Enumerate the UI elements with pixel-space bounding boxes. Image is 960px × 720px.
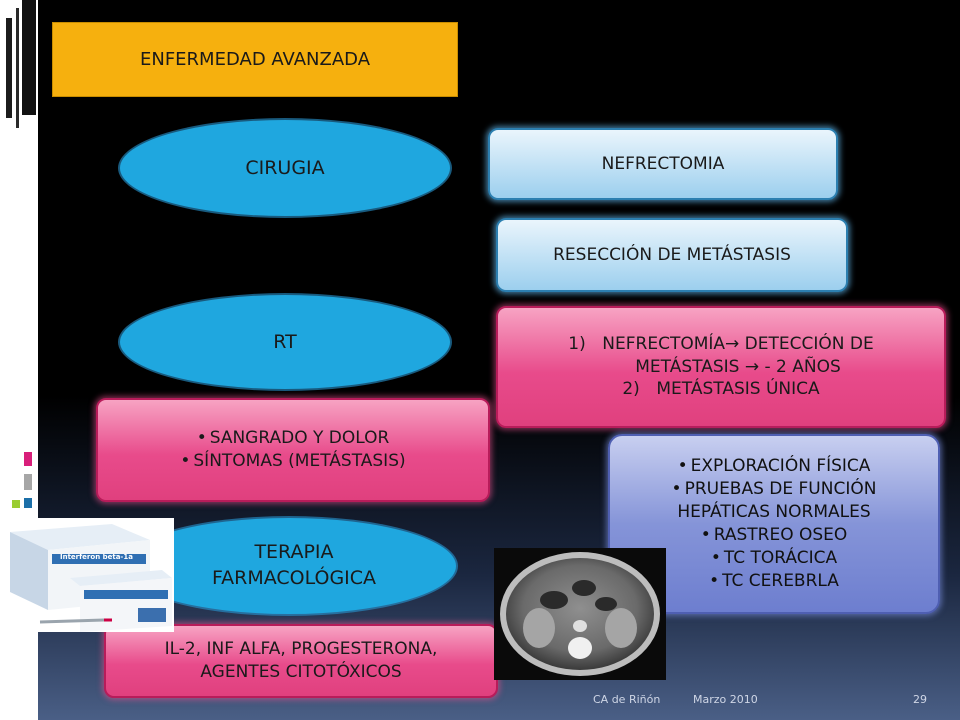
criteria-item-1-line-2: METÁSTASIS → - 2 AÑOS [635, 356, 841, 377]
product-drawing [10, 524, 172, 632]
oval-rt-label: RT [273, 331, 297, 353]
criteria-item-2-num: 2) [622, 379, 640, 400]
exploration-line-6: TC CEREBRLA [709, 570, 839, 593]
oval-terapia-line-1: TERAPIA [254, 541, 334, 564]
exploration-line-5: TC TORÁCICA [711, 547, 837, 570]
rt-indication-2: SÍNTOMAS (METÁSTASIS) [180, 450, 405, 473]
exploration-line-2: PRUEBAS DE FUNCIÓN [672, 478, 877, 501]
product-brand-text: Interferon beta-1a [60, 553, 133, 561]
criteria-box: 1) NEFRECTOMÍA→ DETECCIÓN DE METÁSTASIS … [496, 306, 946, 428]
decor-squares [0, 440, 38, 520]
criteria-item-1: 1) NEFRECTOMÍA→ DETECCIÓN DE METÁSTASIS … [568, 333, 873, 379]
nefrectomia-box: NEFRECTOMIA [488, 128, 838, 200]
exploration-line-1: EXPLORACIÓN FÍSICA [678, 455, 871, 478]
footer-date: Marzo 2010 [693, 693, 758, 706]
oval-rt: RT [120, 295, 450, 389]
interferon-product-image: Interferon beta-1a [0, 518, 174, 632]
drugs-box: IL-2, INF ALFA, PROGESTERONA, AGENTES CI… [104, 624, 498, 698]
exploration-line-3: HEPÁTICAS NORMALES [677, 502, 871, 523]
oval-terapia: TERAPIA FARMACOLÓGICA [122, 518, 456, 614]
criteria-item-1-num: 1) [568, 333, 586, 354]
slide-title: ENFERMEDAD AVANZADA [52, 22, 458, 97]
rt-indication-1: SANGRADO Y DOLOR [197, 427, 390, 450]
drugs-line-2: AGENTES CITOTÓXICOS [200, 662, 402, 682]
oval-cirugia: CIRUGIA [120, 120, 450, 216]
nefrectomia-label: NEFRECTOMIA [601, 154, 725, 174]
criteria-item-2-line-1: METÁSTASIS ÚNICA [656, 379, 820, 400]
reseccion-box: RESECCIÓN DE METÁSTASIS [496, 218, 848, 292]
oval-terapia-line-2: FARMACOLÓGICA [211, 567, 377, 589]
oval-cirugia-label: CIRUGIA [245, 157, 325, 179]
criteria-item-1-line-1: NEFRECTOMÍA→ DETECCIÓN DE [602, 333, 874, 354]
rt-indications-box: SANGRADO Y DOLOR SÍNTOMAS (METÁSTASIS) [96, 398, 490, 502]
exploration-line-4: RASTREO OSEO [701, 524, 848, 547]
reseccion-label: RESECCIÓN DE METÁSTASIS [553, 245, 791, 265]
footer-page-number: 29 [913, 693, 927, 706]
drugs-line-1: IL-2, INF ALFA, PROGESTERONA, [164, 639, 438, 660]
ct-scan-image [494, 548, 666, 680]
slide-title-text: ENFERMEDAD AVANZADA [139, 49, 371, 70]
footer-org: CA de Riñón [593, 693, 661, 706]
ct-scan-drawing [500, 552, 660, 676]
criteria-item-2: 2) METÁSTASIS ÚNICA [622, 378, 819, 401]
decor-stripes-top [6, 0, 36, 128]
